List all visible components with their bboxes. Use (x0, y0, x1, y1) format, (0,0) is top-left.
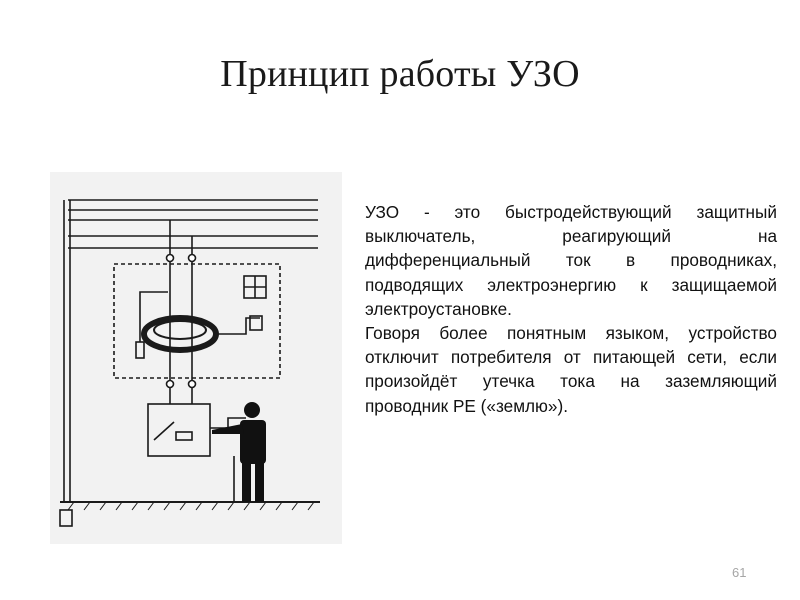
slide-title: Принцип работы УЗО (220, 53, 580, 95)
definition-paragraph: УЗО - это быстродействующий защитный вык… (365, 202, 777, 319)
description-text: УЗО - это быстродействующий защитный вык… (365, 200, 777, 418)
rcd-diagram-figure (50, 172, 342, 544)
page-number: 61 (732, 565, 747, 580)
explanation-paragraph: Говоря более понятным языком, устройство… (365, 323, 777, 416)
rcd-wiring-diagram-icon (59, 199, 320, 527)
